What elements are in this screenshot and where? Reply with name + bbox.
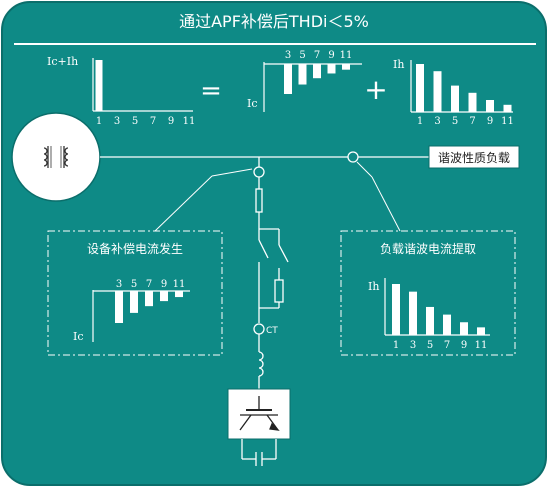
tick-label-11: 11 [173,279,186,290]
tick-label-1: 1 [417,116,423,127]
ct-label: CT [266,326,278,336]
bar-11 [175,291,183,298]
tick-label-7: 7 [469,116,475,127]
load-box [428,145,520,169]
tick-label-5: 5 [452,116,458,127]
tick-label-11: 11 [340,50,353,61]
tick-label-11: 11 [183,116,196,127]
tick-label-5: 5 [299,50,305,61]
tick-label-5: 5 [132,116,138,127]
bar-3 [433,71,442,112]
tick-label-7: 7 [150,116,156,127]
extraction-box [340,230,516,356]
branch-ct-circle-top [253,166,265,178]
equals-sign: = [200,76,222,106]
tick-label-5: 5 [427,340,433,351]
bar-7 [468,92,477,112]
tick-label-7: 7 [146,279,152,290]
bar-1 [392,284,400,335]
y-axis-label: Ic [247,97,258,110]
y-axis-label: Ih [393,58,404,71]
transformer [11,112,101,202]
bar-9 [460,322,468,335]
tick-label-3: 3 [410,340,416,351]
tick-label-11: 11 [501,116,514,127]
inductor-symbol [258,351,264,377]
y-axis-label: Ic [73,330,84,343]
bar-9 [160,291,168,302]
bar-1 [95,60,103,111]
tick-label-1: 1 [393,340,399,351]
tick-label-5: 5 [131,279,137,290]
y-axis-label: Ic+Ih [47,55,78,68]
bar-1 [416,64,424,112]
ct-circle [253,323,265,335]
compensation-box-title: 设备补偿电流发生 [87,241,183,256]
load-label: 谐波性质负载 [438,151,510,165]
tick-label-3: 3 [116,279,122,290]
bar-11 [503,104,512,112]
tick-label-7: 7 [314,50,320,61]
apf-branch [253,157,289,389]
bar-3 [284,64,292,94]
dc-capacitor [241,439,277,466]
bar-5 [130,291,138,313]
bar-7 [443,314,451,335]
tick-label-9: 9 [168,116,174,127]
diagram-title: 通过APF补偿后THDi＜5% [179,12,369,31]
transformer-circle [11,112,101,202]
tick-label-1: 1 [96,116,102,127]
transformer-icon [43,146,69,168]
tick-label-9: 9 [161,279,167,290]
bar-7 [145,291,153,307]
bar-9 [327,64,336,74]
y-axis-label: Ih [368,280,379,293]
tick-label-7: 7 [444,340,450,351]
bar-5 [451,85,459,112]
connector-lines [154,161,401,232]
tick-label-3: 3 [114,116,120,127]
tick-label-9: 9 [461,340,467,351]
tick-label-11: 11 [475,340,488,351]
bar-11 [342,64,350,70]
bar-3 [409,291,417,335]
compensation-box [47,230,223,356]
tick-label-3: 3 [434,116,440,127]
bar-3 [115,291,123,323]
bar-5 [298,64,307,85]
extraction-box-title: 负载谐波电流提取 [380,241,476,256]
load-ct-circle [347,151,359,163]
bar-11 [477,327,485,335]
tick-label-9: 9 [328,50,334,61]
tick-label-9: 9 [487,116,493,127]
bar-5 [426,306,434,335]
tick-label-3: 3 [285,50,291,61]
bar-7 [313,64,321,79]
igbt-icon [239,396,280,431]
total-current-chart: Ic+Ih 1 3 5 7 9 11 [47,55,195,127]
bar-9 [486,100,494,112]
plus-sign: + [364,73,387,106]
